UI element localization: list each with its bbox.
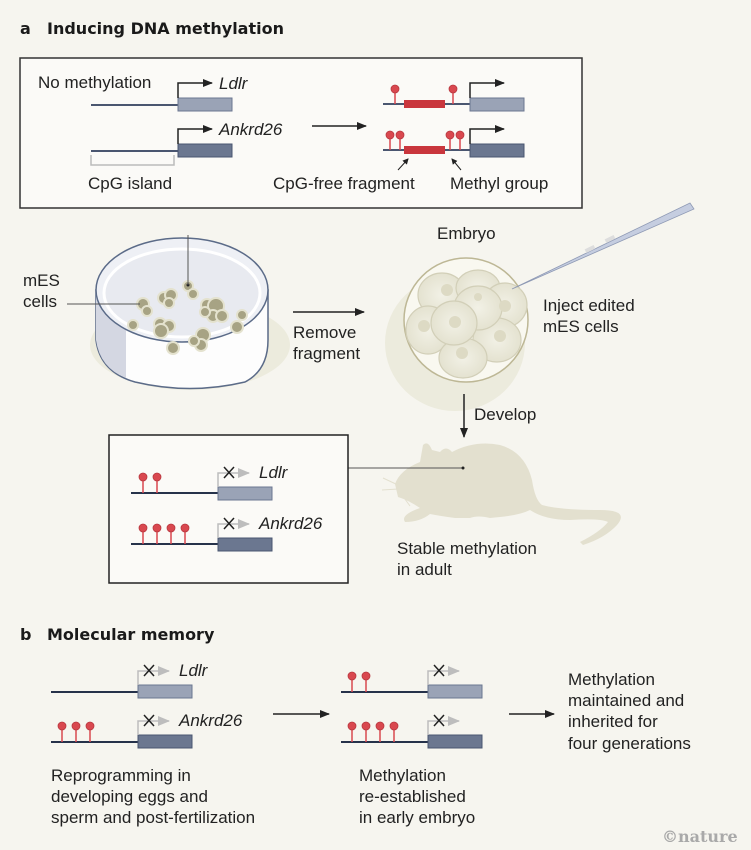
stage1-genes xyxy=(51,664,193,749)
mes-label-line1: mES xyxy=(23,271,60,290)
stage1-caption-line1: Reprogramming in xyxy=(51,766,191,785)
methyl-group-icon xyxy=(395,130,405,150)
cpg-free-fragment xyxy=(404,146,445,154)
blocked-x-icon xyxy=(433,664,445,677)
stage1-caption-line3: sperm and post-fertilization xyxy=(51,808,255,827)
methyl-group-label: Methyl group xyxy=(450,174,548,193)
methyl-group-icon xyxy=(448,84,458,104)
promoter-arrow-icon xyxy=(177,79,213,98)
gene-label-ankrd26: Ankrd26 xyxy=(178,711,243,730)
blocked-x-icon xyxy=(433,714,445,727)
methyl-group-icon xyxy=(445,130,455,150)
methyl-group-icon xyxy=(347,721,357,742)
methyl-group-icon xyxy=(71,721,81,742)
stage1-caption-line2: developing eggs and xyxy=(51,787,208,806)
ldlr-gene-unmethylated xyxy=(91,79,233,112)
gene-label-ldlr: Ldlr xyxy=(179,661,209,680)
cpg-free-fragment xyxy=(404,100,445,108)
stable-line1: Stable methylation xyxy=(397,539,537,558)
stage2-caption-line2: re-established xyxy=(359,787,466,806)
methyl-group-icon xyxy=(375,721,385,742)
develop-label: Develop xyxy=(474,405,536,424)
injection-needle xyxy=(511,202,695,290)
inject-line1: Inject edited xyxy=(543,296,635,315)
mouse-silhouette xyxy=(381,443,621,545)
gene-label-ankrd26: Ankrd26 xyxy=(258,514,323,533)
panel-b-letter: b xyxy=(20,625,31,644)
cpg-free-fragment-label: CpG-free fragment xyxy=(273,174,415,193)
top-box: No methylation Ldlr Ankrd26 CpG island xyxy=(19,57,583,209)
ldlr-gene-silenced xyxy=(131,466,273,501)
panel-b-title: Molecular memory xyxy=(47,625,215,644)
cpg-island-label: CpG island xyxy=(88,174,172,193)
adult-methylation-box: Ldlr Ankrd26 xyxy=(108,434,349,584)
methyl-group-icon xyxy=(180,523,190,544)
copyright-nature: ©nature xyxy=(662,827,738,846)
panel-a-title: Inducing DNA methylation xyxy=(47,19,284,38)
methyl-group-icon xyxy=(455,130,465,150)
blocked-x-icon xyxy=(223,517,235,530)
methyl-group-icon xyxy=(389,721,399,742)
stage3-caption-line2: maintained and xyxy=(568,691,684,710)
stable-line2: in adult xyxy=(397,560,452,579)
stage2-caption-line1: Methylation xyxy=(359,766,446,785)
gene-label-ldlr: Ldlr xyxy=(259,463,289,482)
pointer-arrow-icon xyxy=(397,158,409,171)
pointer-arrow-icon xyxy=(451,158,462,171)
promoter-arrow-icon xyxy=(177,125,213,144)
inject-line2: mES cells xyxy=(543,317,619,336)
ldlr-gene-with-fragment xyxy=(383,79,525,112)
methyl-group-icon xyxy=(138,472,148,493)
embryo xyxy=(385,257,529,411)
mes-label-line2: cells xyxy=(23,292,57,311)
cpg-island-bracket xyxy=(90,155,175,166)
blocked-x-icon xyxy=(143,664,155,677)
panel-a-letter: a xyxy=(20,19,31,38)
petri-dish xyxy=(90,237,290,390)
methyl-group-icon xyxy=(138,523,148,544)
ankrd26-gene-with-fragment xyxy=(383,125,525,158)
stage2-genes xyxy=(341,664,483,749)
stage3-caption-line1: Methylation xyxy=(568,670,655,689)
stage2-caption-line3: in early embryo xyxy=(359,808,475,827)
ankrd26-gene-silenced xyxy=(131,517,273,552)
methyl-group-icon xyxy=(152,523,162,544)
remove-fragment-line1: Remove xyxy=(293,323,356,342)
gene-label-ldlr: Ldlr xyxy=(219,74,249,93)
methyl-group-icon xyxy=(361,671,371,692)
methyl-group-icon xyxy=(57,721,67,742)
no-methylation-label: No methylation xyxy=(38,73,151,92)
methyl-group-icon xyxy=(385,130,395,150)
gene-label-ankrd26: Ankrd26 xyxy=(218,120,283,139)
methyl-group-icon xyxy=(85,721,95,742)
methyl-group-icon xyxy=(166,523,176,544)
methyl-group-icon xyxy=(347,671,357,692)
stage3-caption-line3: inherited for xyxy=(568,712,658,731)
blocked-x-icon xyxy=(143,714,155,727)
methyl-group-icon xyxy=(361,721,371,742)
mes-cell-colonies xyxy=(127,280,248,355)
stage3-caption-line4: four generations xyxy=(568,734,691,753)
remove-fragment-line2: fragment xyxy=(293,344,360,363)
blocked-x-icon xyxy=(223,466,235,479)
embryo-label: Embryo xyxy=(437,224,496,243)
methyl-group-icon xyxy=(152,472,162,493)
methyl-group-icon xyxy=(390,84,400,104)
ankrd26-gene-unmethylated xyxy=(91,125,233,158)
